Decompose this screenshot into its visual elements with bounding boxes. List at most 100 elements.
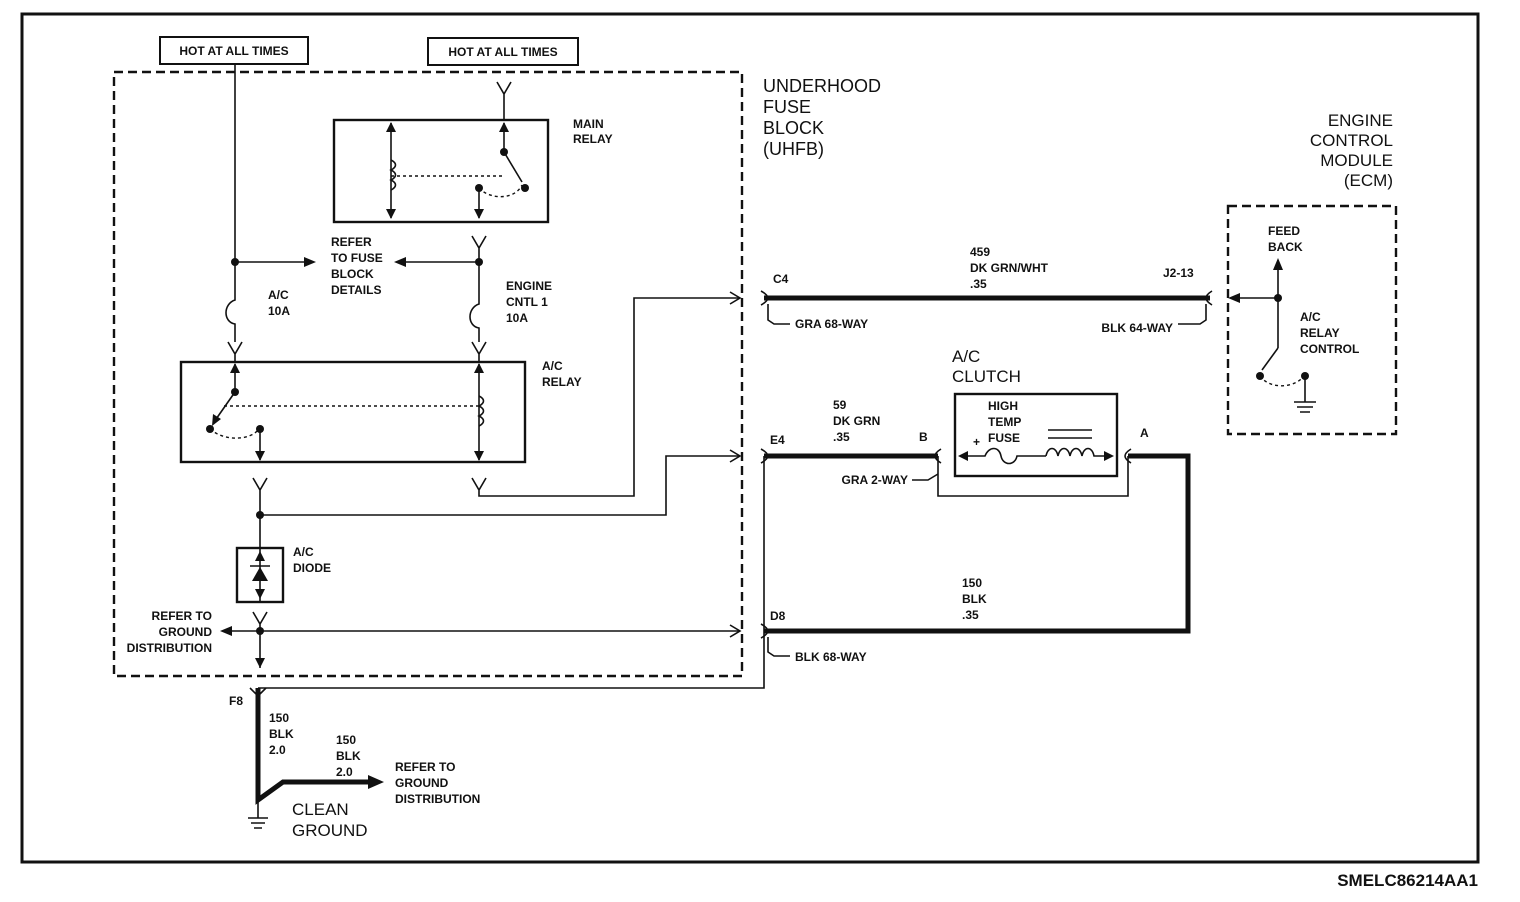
svg-text:DK GRN: DK GRN	[833, 414, 880, 428]
svg-text:(UHFB): (UHFB)	[763, 139, 824, 159]
ecm-relay-control-label: A/C RELAY CONTROL	[1300, 310, 1359, 356]
ac-clutch-box	[953, 392, 1119, 478]
svg-text:REFER: REFER	[331, 235, 372, 249]
svg-text:ENGINE: ENGINE	[1328, 111, 1393, 130]
ecm-label: ENGINE CONTROL MODULE (ECM)	[1310, 111, 1393, 190]
svg-text:BLOCK: BLOCK	[763, 118, 824, 138]
svg-text:+: +	[973, 435, 980, 449]
svg-text:150: 150	[269, 711, 289, 725]
fuse-block-label: UNDERHOOD FUSE BLOCK (UHFB)	[763, 76, 881, 159]
ac-relay-box	[179, 360, 527, 464]
svg-text:GRA 68-WAY: GRA 68-WAY	[795, 317, 868, 331]
svg-text:REFER TO: REFER TO	[152, 609, 212, 623]
wire-150-f8	[255, 688, 368, 805]
svg-text:FUSE: FUSE	[988, 431, 1020, 445]
svg-text:DISTRIBUTION: DISTRIBUTION	[395, 792, 480, 806]
svg-text:2.0: 2.0	[269, 743, 286, 757]
refer-fuse-block-label: REFER TO FUSE BLOCK DETAILS	[331, 235, 383, 297]
svg-text:10A: 10A	[268, 304, 290, 318]
svg-text:BLK 64-WAY: BLK 64-WAY	[1101, 321, 1173, 335]
wire-459-label: 459 DK GRN/WHT .35	[970, 245, 1049, 291]
svg-text:10A: 10A	[506, 311, 528, 325]
svg-text:(ECM): (ECM)	[1344, 171, 1393, 190]
svg-text:CONTROL: CONTROL	[1300, 342, 1359, 356]
svg-text:A/C: A/C	[952, 347, 980, 366]
svg-text:DIODE: DIODE	[293, 561, 331, 575]
svg-text:BLOCK: BLOCK	[331, 267, 374, 281]
svg-text:A/C: A/C	[1300, 310, 1321, 324]
fuse-ac-10a	[225, 262, 243, 362]
svg-text:459: 459	[970, 245, 990, 259]
ac-relay-label: A/C RELAY	[542, 359, 582, 389]
diagram-id: SMELC86214AA1	[1337, 871, 1478, 890]
svg-text:DISTRIBUTION: DISTRIBUTION	[127, 641, 212, 655]
svg-text:BLK: BLK	[269, 727, 294, 741]
wire-150-d8-label: 150 BLK .35	[962, 576, 987, 622]
svg-text:59: 59	[833, 398, 847, 412]
svg-text:FUSE: FUSE	[763, 97, 811, 117]
svg-text:A: A	[1140, 426, 1149, 440]
svg-text:C4: C4	[773, 272, 789, 286]
svg-text:CNTL 1: CNTL 1	[506, 295, 548, 309]
svg-text:150: 150	[336, 733, 356, 747]
svg-text:RELAY: RELAY	[573, 132, 613, 146]
ecm-box	[1226, 204, 1398, 436]
main-relay-box	[332, 118, 550, 224]
svg-text:CLEAN: CLEAN	[292, 800, 349, 819]
svg-text:.35: .35	[833, 430, 850, 444]
svg-text:HIGH: HIGH	[988, 399, 1018, 413]
wire-150-f8-label: 150 BLK 2.0	[269, 711, 294, 757]
svg-text:2.0: 2.0	[336, 765, 353, 779]
svg-text:BACK: BACK	[1268, 240, 1303, 254]
svg-text:RELAY: RELAY	[542, 375, 582, 389]
svg-text:UNDERHOOD: UNDERHOOD	[763, 76, 881, 96]
fuse-block-boundary	[112, 70, 744, 678]
svg-text:CONTROL: CONTROL	[1310, 131, 1393, 150]
svg-text:E4: E4	[770, 433, 785, 447]
svg-text:GROUND: GROUND	[159, 625, 213, 639]
svg-text:TO FUSE: TO FUSE	[331, 251, 383, 265]
ac-clutch-label: A/C CLUTCH	[952, 347, 1021, 386]
svg-text:.35: .35	[970, 277, 987, 291]
wire-150-ground-label: 150 BLK 2.0	[336, 733, 361, 779]
svg-text:REFER TO: REFER TO	[395, 760, 455, 774]
outer-frame	[20, 12, 1480, 864]
ac-diode-label: A/C DIODE	[293, 545, 331, 575]
svg-text:BLK: BLK	[336, 749, 361, 763]
svg-text:.35: .35	[962, 608, 979, 622]
svg-text:DK GRN/WHT: DK GRN/WHT	[970, 261, 1049, 275]
svg-text:HOT AT ALL TIMES: HOT AT ALL TIMES	[179, 44, 288, 58]
clean-ground-label: CLEAN GROUND	[292, 800, 368, 840]
svg-text:TEMP: TEMP	[988, 415, 1021, 429]
main-relay-label: MAIN RELAY	[573, 117, 613, 146]
refer-ground-label-2: REFER TO GROUND DISTRIBUTION	[395, 760, 480, 806]
svg-text:GROUND: GROUND	[292, 821, 368, 840]
svg-text:CLUTCH: CLUTCH	[952, 367, 1021, 386]
svg-text:BLK 68-WAY: BLK 68-WAY	[795, 650, 867, 664]
svg-text:FEED: FEED	[1268, 224, 1300, 238]
refer-ground-label-1: REFER TO GROUND DISTRIBUTION	[127, 609, 213, 655]
wire-150-d8	[764, 453, 1191, 634]
high-temp-fuse-label: HIGH TEMP FUSE	[988, 399, 1021, 445]
hot-label-right: HOT AT ALL TIMES	[427, 37, 579, 66]
svg-text:A/C: A/C	[268, 288, 289, 302]
svg-text:J2-13: J2-13	[1163, 266, 1194, 280]
svg-text:B: B	[919, 430, 928, 444]
svg-text:RELAY: RELAY	[1300, 326, 1340, 340]
svg-text:A/C: A/C	[542, 359, 563, 373]
svg-text:GROUND: GROUND	[395, 776, 449, 790]
fuse-engine-label: ENGINE CNTL 1 10A	[506, 279, 552, 325]
fuse-ac-label: A/C 10A	[268, 288, 290, 318]
svg-text:D8: D8	[770, 609, 786, 623]
ecm-feedback-label: FEED BACK	[1268, 224, 1303, 254]
svg-text:MODULE: MODULE	[1320, 151, 1393, 170]
svg-text:ENGINE: ENGINE	[506, 279, 552, 293]
hot-label-left: HOT AT ALL TIMES	[159, 36, 309, 65]
svg-text:HOT AT ALL TIMES: HOT AT ALL TIMES	[448, 45, 557, 59]
svg-text:GRA 2-WAY: GRA 2-WAY	[842, 473, 908, 487]
svg-text:MAIN: MAIN	[573, 117, 604, 131]
wire-59-label: 59 DK GRN .35	[833, 398, 880, 444]
svg-text:DETAILS: DETAILS	[331, 283, 381, 297]
svg-text:BLK: BLK	[962, 592, 987, 606]
